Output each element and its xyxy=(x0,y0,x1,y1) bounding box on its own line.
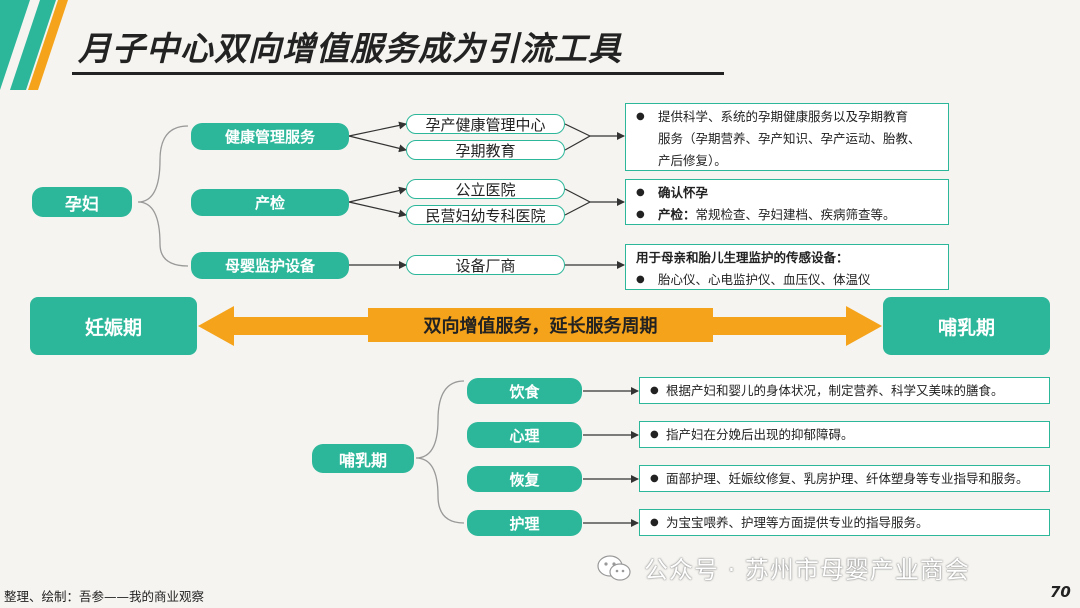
stage-lactation: 哺乳期 xyxy=(883,297,1050,355)
branch-diet: 饮食 xyxy=(467,378,582,404)
bullet-icon: ● xyxy=(650,429,659,440)
title-underline xyxy=(72,72,724,75)
desc-psychology: ●指产妇在分娩后出现的抑郁障碍。 xyxy=(639,421,1050,448)
stage-pregnancy: 妊娠期 xyxy=(30,297,197,355)
option-equipment-maker: 设备厂商 xyxy=(406,255,565,275)
branch-health-management: 健康管理服务 xyxy=(191,123,349,150)
arrow-label-bg xyxy=(368,308,713,342)
bullet-icon: ● xyxy=(650,517,659,528)
bullet-icon: ● xyxy=(636,274,645,285)
page-title: 月子中心双向增值服务成为引流工具 xyxy=(78,29,622,68)
wechat-icon xyxy=(596,554,632,582)
bullet-icon: ● xyxy=(650,473,659,484)
branch-monitoring-equipment: 母婴监护设备 xyxy=(191,252,349,279)
corner-decoration xyxy=(0,0,68,90)
branch-prenatal-check: 产检 xyxy=(191,189,349,216)
arrow-label: 双向增值服务，延长服务周期 xyxy=(423,316,658,337)
branch-psychology: 心理 xyxy=(467,422,582,448)
option-pregnancy-education: 孕期教育 xyxy=(406,140,565,160)
page-number: 70 xyxy=(1050,583,1071,601)
option-private-maternity-hospital: 民营妇幼专科医院 xyxy=(406,205,565,225)
desc-monitoring-equipment: 用于母亲和胎儿生理监护的传感设备： ●胎心仪、心电监护仪、血压仪、体温仪 xyxy=(625,244,949,290)
option-maternal-health-center: 孕产健康管理中心 xyxy=(406,114,565,134)
credit-text: 整理、绘制：吾参——我的商业观察 xyxy=(4,589,205,604)
branch-recovery: 恢复 xyxy=(467,466,582,492)
bullet-icon: ● xyxy=(636,209,645,220)
desc-health-management: ●提供科学、系统的孕期健康服务以及孕期教育 服务（孕期营养、孕产知识、孕产运动、… xyxy=(625,103,949,171)
watermark: 公众号 · 苏州市母婴产业商会 xyxy=(596,550,970,585)
root-pregnant: 孕妇 xyxy=(32,187,132,217)
desc-recovery: ●面部护理、妊娠纹修复、乳房护理、纤体塑身等专业指导和服务。 xyxy=(639,465,1050,492)
bullet-icon: ● xyxy=(636,111,645,122)
bullet-icon: ● xyxy=(650,385,659,396)
root-lactation: 哺乳期 xyxy=(312,444,414,473)
desc-diet: ●根据产妇和婴儿的身体状况，制定营养、科学又美味的膳食。 xyxy=(639,377,1050,404)
desc-prenatal-check: ●确认怀孕 ●产检：常规检查、孕妇建档、疾病筛查等。 xyxy=(625,179,949,225)
branch-care: 护理 xyxy=(467,510,582,536)
bullet-icon: ● xyxy=(636,187,645,198)
desc-care: ●为宝宝喂养、护理等方面提供专业的指导服务。 xyxy=(639,509,1050,536)
option-public-hospital: 公立医院 xyxy=(406,179,565,199)
